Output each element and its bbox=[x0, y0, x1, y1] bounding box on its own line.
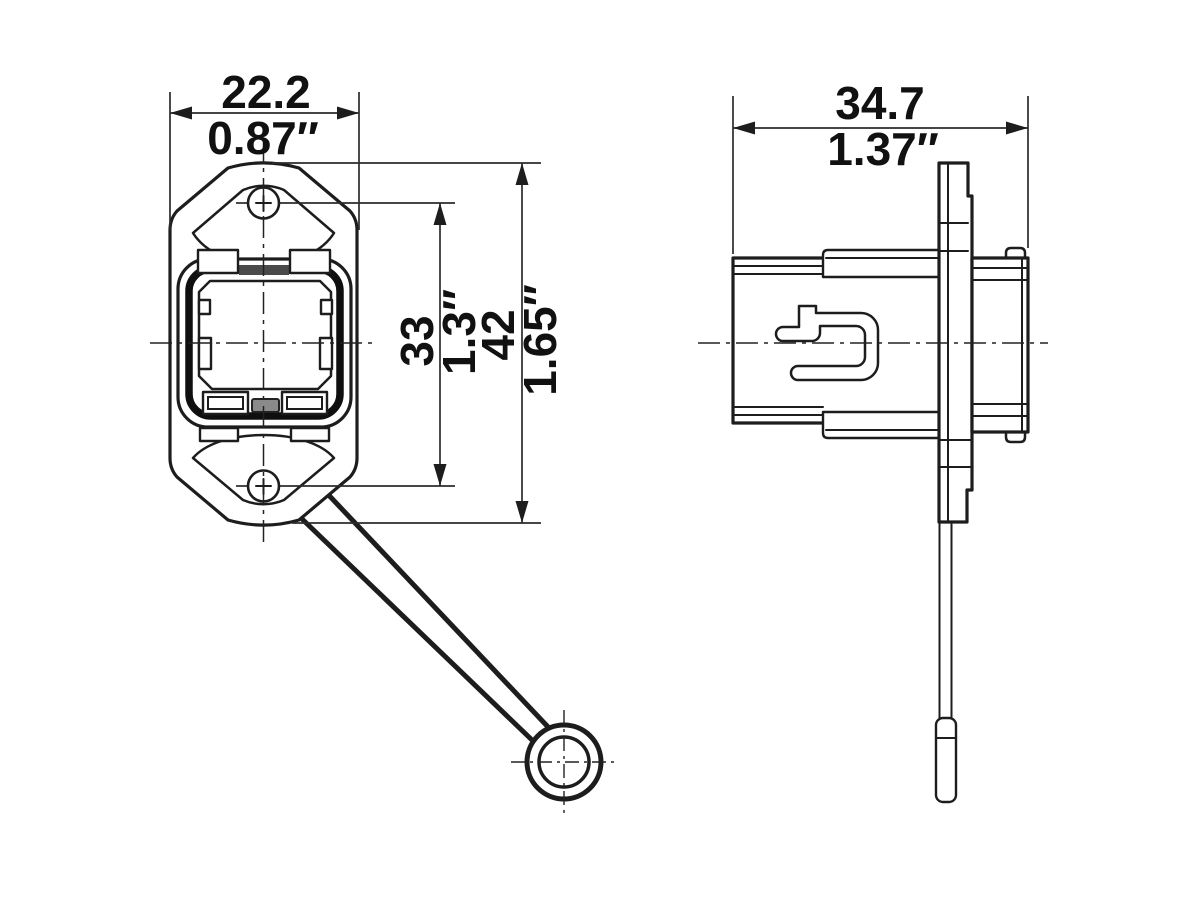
dim-depth: 34.7 1.37″ bbox=[732, 77, 1029, 254]
receptacle-tab-top-left bbox=[196, 248, 240, 275]
bottom-insert-right bbox=[280, 390, 329, 416]
bottom-insert-left bbox=[201, 390, 250, 416]
arrowhead-right bbox=[1006, 121, 1028, 135]
opening-notch-upper-left bbox=[197, 298, 212, 316]
dim-height-mm: 42 bbox=[472, 309, 524, 360]
receptacle bbox=[176, 248, 353, 443]
bottom-insert-left-inner bbox=[207, 396, 244, 410]
receptacle-tab-bottom-left bbox=[198, 426, 240, 443]
tether-ring bbox=[511, 710, 617, 814]
front-view bbox=[150, 140, 617, 814]
rear-lip-top bbox=[1004, 246, 1027, 260]
arrowhead-down bbox=[515, 501, 529, 523]
body-tab-top bbox=[821, 248, 943, 279]
dim-width-inch: 0.87″ bbox=[207, 112, 319, 164]
dim-height: 42 1.65″ bbox=[272, 162, 566, 524]
tether-strap-edge bbox=[319, 485, 552, 731]
arrowhead-up bbox=[515, 163, 529, 185]
opening-notch-lower-right bbox=[318, 336, 334, 371]
body-tab-bottom bbox=[821, 410, 943, 440]
rear-body bbox=[970, 256, 1030, 434]
dim-width: 22.2 0.87″ bbox=[169, 66, 360, 230]
tether-strap-edge bbox=[297, 514, 535, 743]
dim-height-inch: 1.65″ bbox=[514, 284, 566, 396]
bottom-insert-right-inner bbox=[286, 396, 323, 410]
arrowhead-down bbox=[433, 464, 447, 486]
arrowhead-left bbox=[733, 121, 755, 135]
arrowhead-right bbox=[337, 106, 359, 120]
dim-hole-spacing-mm: 33 bbox=[391, 315, 443, 366]
dim-depth-inch: 1.37″ bbox=[827, 123, 939, 175]
rear-lip-bottom bbox=[1004, 430, 1027, 444]
tether-ring-side bbox=[934, 716, 958, 804]
opening-notch-lower-left bbox=[197, 336, 213, 371]
receptacle-tab-top-right bbox=[288, 248, 332, 275]
receptacle-opening bbox=[197, 279, 333, 391]
dim-hole-spacing: 33 1.3″ bbox=[391, 203, 485, 486]
receptacle-tab-bottom-right bbox=[289, 426, 331, 443]
opening-notch-upper-right bbox=[319, 298, 334, 316]
latch-hook bbox=[774, 304, 880, 382]
connector-body bbox=[731, 256, 943, 425]
arrowhead-left bbox=[170, 106, 192, 120]
dim-hole-spacing-inch: 1.3″ bbox=[433, 289, 485, 375]
rear-connector bbox=[970, 246, 1030, 444]
tether-strap-side bbox=[934, 521, 958, 804]
dim-depth-mm: 34.7 bbox=[835, 77, 925, 129]
side-view bbox=[698, 161, 1048, 804]
dim-width-mm: 22.2 bbox=[221, 66, 311, 118]
tether-strap bbox=[297, 485, 552, 743]
arrowhead-up bbox=[433, 203, 447, 225]
bottom-center-key bbox=[251, 398, 280, 413]
